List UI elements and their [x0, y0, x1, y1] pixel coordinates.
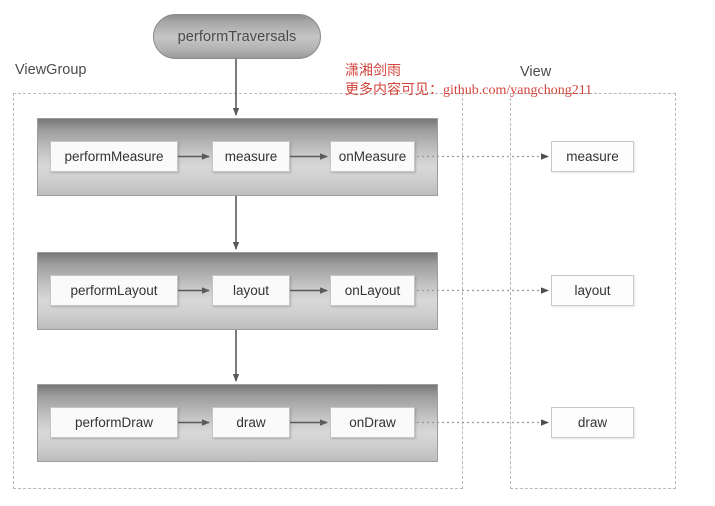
- node-perform-layout: performLayout: [50, 275, 178, 306]
- node-on-layout: onLayout: [330, 275, 415, 306]
- node-on-draw: onDraw: [330, 407, 415, 438]
- perform-traversals-node: performTraversals: [153, 14, 321, 59]
- viewgroup-label: ViewGroup: [15, 62, 87, 78]
- node-layout: layout: [212, 275, 290, 306]
- view-node-measure: measure: [551, 141, 634, 172]
- annotation-author: 潇湘剑雨: [345, 62, 401, 78]
- node-measure: measure: [212, 141, 290, 172]
- view-node-layout: layout: [551, 275, 634, 306]
- node-perform-draw: performDraw: [50, 407, 178, 438]
- view-node-draw: draw: [551, 407, 634, 438]
- node-draw: draw: [212, 407, 290, 438]
- node-perform-measure: performMeasure: [50, 141, 178, 172]
- node-on-measure: onMeasure: [330, 141, 415, 172]
- view-label: View: [520, 64, 552, 80]
- annotation-link: 更多内容可见：github.com/yangchong211: [345, 83, 593, 98]
